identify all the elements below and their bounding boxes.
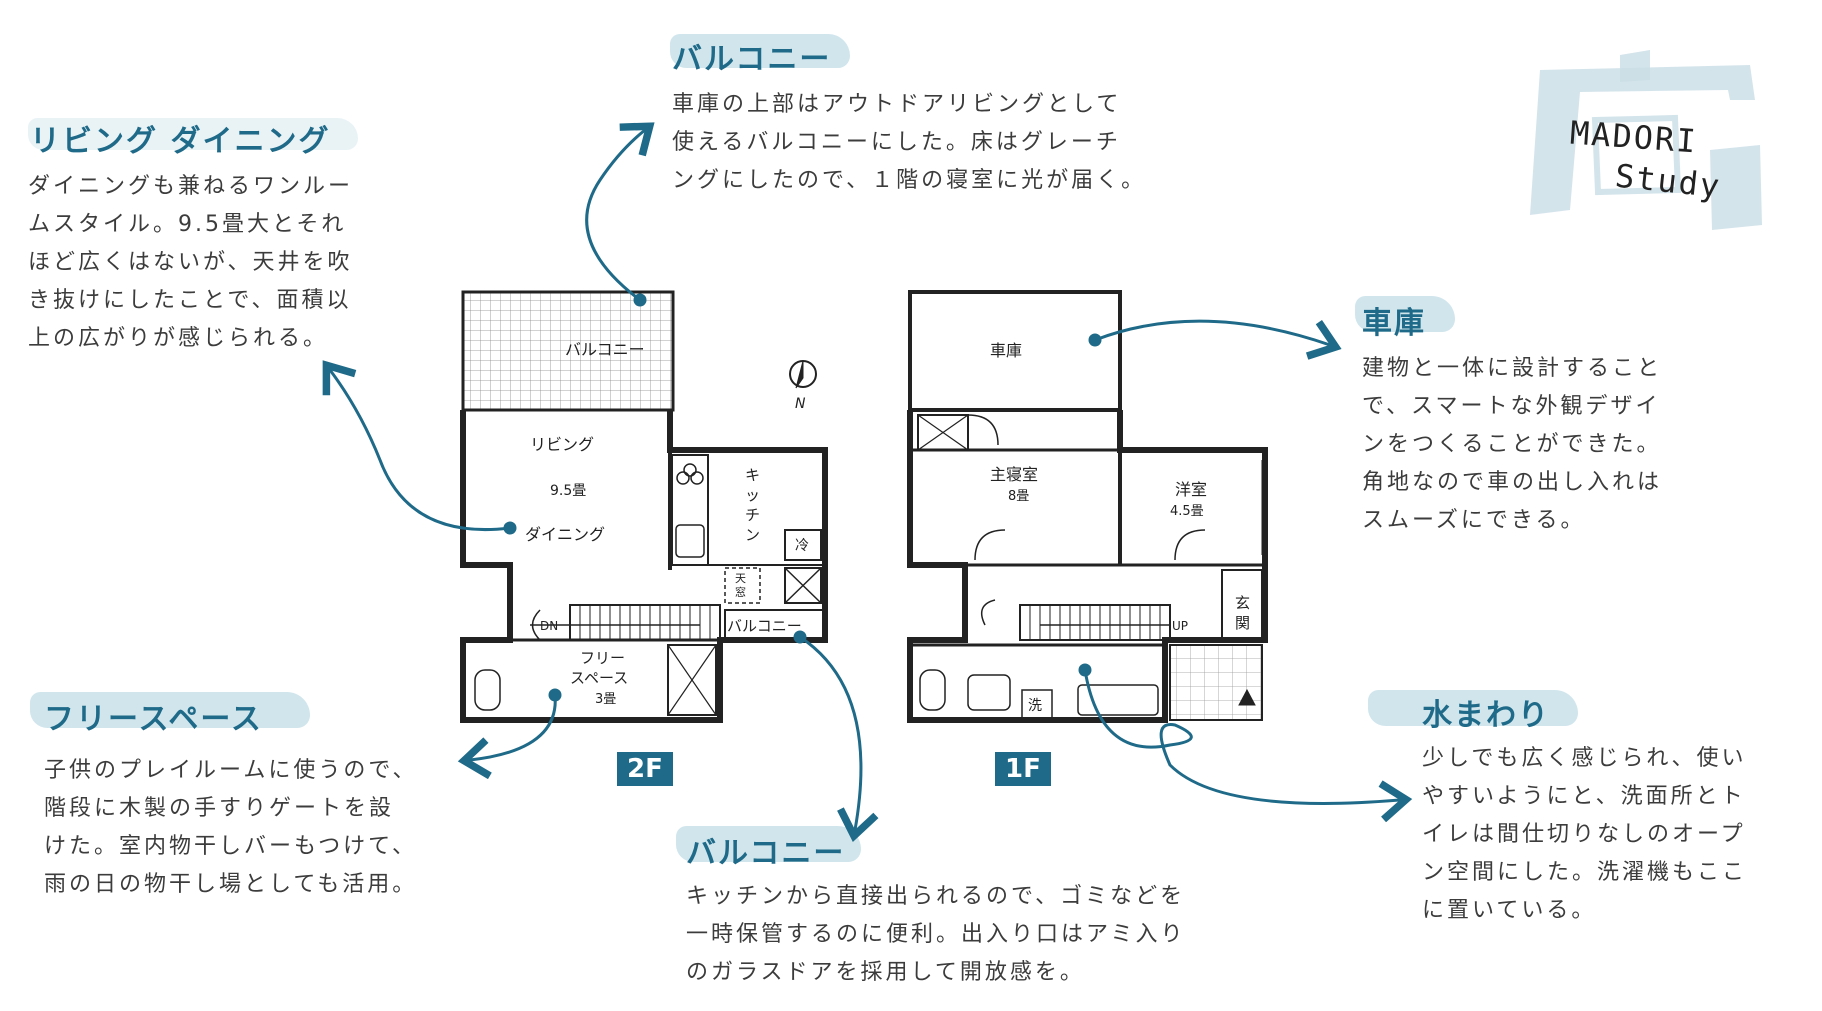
label-2f-free-1: フリー (580, 649, 625, 667)
text-line: 建物と一体に設計すること (1362, 356, 1663, 381)
water-heading: 水まわり (1422, 698, 1550, 733)
callout-arrows (322, 122, 1413, 843)
text-line: 車庫の上部はアウトドアリビングとして (672, 92, 1122, 117)
balcony-bottom-heading: バルコニー (686, 836, 846, 871)
text-line: キッチンから直接出られるので、ゴミなどを (686, 884, 1186, 909)
floor-label-1f: 1F (995, 752, 1051, 786)
balcony-bottom-description: キッチンから直接出られるので、ゴミなどを 一時保管するのに便利。出入り口はアミ入… (686, 878, 1286, 992)
plan-1f (907, 290, 1268, 723)
text-line: 使えるバルコニーにした。床はグレーチ (672, 130, 1121, 155)
water-description: 少しでも広く感じられ、使い やすいようにと、洗面所とト イレは間仕切りなしのオー… (1422, 740, 1812, 930)
text-line: ほど広くはないが、天井を吹 (28, 250, 353, 275)
label-2f-small-balcony: バルコニー (727, 617, 802, 635)
text-line: ダイニングも兼ねるワンルー (28, 174, 354, 199)
label-2f-living: リビング (530, 435, 594, 454)
living-heading: リビング ダイニング (30, 124, 331, 159)
label-2f-storage-1: 天 (735, 572, 746, 585)
text-line: 角地なので車の出し入れは (1362, 470, 1663, 495)
label-2f-fridge: 冷 (795, 538, 809, 554)
plan-2f (460, 290, 828, 723)
label-2f-storage-2: 窓 (735, 585, 746, 599)
free-space-description: 子供のプレイルームに使うので、 階段に木製の手すりゲートを設 けた。室内物干しバ… (44, 752, 484, 904)
label-1f-western: 洋室 (1175, 480, 1207, 499)
balcony-top-heading: バルコニー (672, 42, 832, 77)
label-1f-stair-up: UP (1172, 619, 1188, 633)
text-line: ングにしたので、１階の寝室に光が届く。 (672, 168, 1147, 193)
label-2f-kitchen-4: ン (745, 526, 760, 544)
label-2f-kitchen-1: キ (745, 466, 760, 484)
balcony-top-description: 車庫の上部はアウトドアリビングとして 使えるバルコニーにした。床はグレーチ ング… (672, 86, 1212, 200)
text-line: 雨の日の物干し場としても活用。 (44, 872, 418, 897)
label-2f-dining: ダイニング (525, 525, 605, 544)
label-1f-master-size: 8畳 (1008, 489, 1029, 504)
text-line: で、スマートな外観デザイ (1362, 394, 1661, 419)
label-2f-living-size: 9.5畳 (550, 483, 586, 499)
label-1f-entrance-2: 関 (1235, 614, 1250, 632)
text-line: に置いている。 (1422, 898, 1597, 923)
label-1f-entrance-1: 玄 (1235, 594, 1250, 612)
floor-label-2f: 2F (617, 752, 673, 786)
label-1f-master: 主寝室 (990, 465, 1038, 484)
label-2f-kitchen-2: ッ (745, 486, 760, 504)
label-2f-stair-dn: DN (540, 619, 558, 633)
label-2f-kitchen-3: チ (745, 506, 760, 524)
living-description: ダイニングも兼ねるワンルー ムスタイル。9.5畳大とそれ ほど広くはないが、天井… (28, 168, 408, 358)
text-line: き抜けにしたことで、面積以 (28, 288, 352, 313)
text-line: ンをつくることができた。 (1362, 432, 1662, 457)
text-line: 階段に木製の手すりゲートを設 (44, 796, 395, 821)
text-line: スムーズにできる。 (1362, 508, 1586, 533)
garage-heading: 車庫 (1362, 306, 1426, 341)
text-line: 子供のプレイルームに使うので、 (44, 758, 418, 783)
text-line: ン空間にした。洗濯機もここ (1422, 860, 1748, 885)
free-space-heading: フリースペース (44, 702, 263, 737)
text-line: 上の広がりが感じられる。 (28, 326, 329, 351)
text-line: ムスタイル。9.5畳大とそれ (28, 212, 347, 237)
text-line: やすいようにと、洗面所とト (1422, 784, 1746, 809)
logo: MADORI Study (1500, 40, 1790, 230)
logo-brush-mark (1530, 50, 1762, 230)
garage-description: 建物と一体に設計すること で、スマートな外観デザイ ンをつくることができた。 角… (1362, 350, 1782, 540)
label-2f-free-size: 3畳 (595, 692, 616, 707)
text-line: のガラスドアを採用して開放感を。 (686, 960, 1085, 985)
text-line: けた。室内物干しバーもつけて、 (44, 834, 418, 859)
label-1f-western-size: 4.5畳 (1170, 504, 1204, 519)
label-compass-n: N (795, 396, 806, 412)
text-line: 少しでも広く感じられ、使い (1422, 746, 1747, 771)
label-2f-free-2: スペース (570, 669, 628, 687)
text-line: イレは間仕切りなしのオープ (1422, 822, 1746, 847)
label-1f-washer: 洗 (1028, 698, 1042, 714)
text-line: 一時保管するのに便利。出入り口はアミ入り (686, 922, 1186, 947)
label-1f-garage: 車庫 (990, 341, 1022, 360)
label-2f-balcony: バルコニー (565, 340, 645, 359)
